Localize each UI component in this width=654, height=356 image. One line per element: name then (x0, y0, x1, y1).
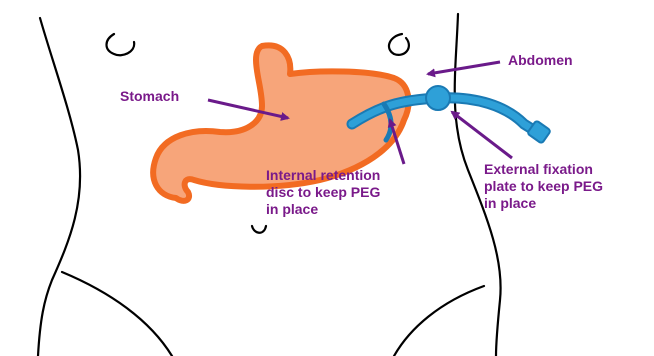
label-stomach: Stomach (120, 88, 179, 104)
left-torso-edge (38, 18, 80, 356)
left-groin-line (62, 272, 172, 356)
left-nipple (107, 34, 135, 55)
label-internal-line3: in place (266, 201, 318, 217)
right-nipple (389, 34, 409, 55)
label-internal-line1: Internal retention (266, 167, 380, 183)
label-external-line1: External fixation (484, 161, 593, 177)
label-internal-line2: disc to keep PEG (266, 184, 380, 200)
external-fixation-plate (426, 86, 450, 110)
navel (252, 226, 266, 233)
arrow-icon (428, 62, 500, 74)
label-external-line2: plate to keep PEG (484, 178, 603, 194)
label-external-line3: in place (484, 195, 536, 211)
right-groin-line (394, 286, 484, 356)
label-abdomen: Abdomen (508, 52, 573, 68)
